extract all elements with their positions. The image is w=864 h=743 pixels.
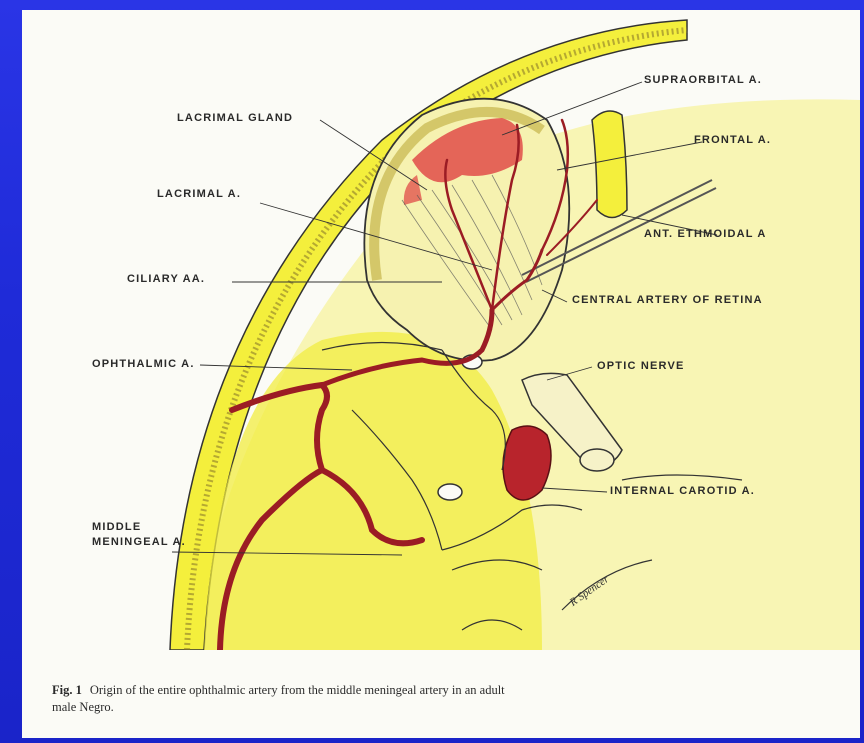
label-frontal-artery: FRONTAL A. <box>694 134 771 146</box>
optic-nerve-end <box>580 449 614 471</box>
label-optic-nerve: OPTIC NERVE <box>597 360 685 372</box>
label-central-artery-of-retina: CENTRAL ARTERY OF RETINA <box>572 294 763 306</box>
label-middle-meningeal-artery: MIDDLE MENINGEAL A. <box>92 520 186 550</box>
caption-text-line2: male Negro. <box>52 699 842 716</box>
label-ciliary-arteries: CILIARY AA. <box>127 273 205 285</box>
label-lacrimal-gland: LACRIMAL GLAND <box>177 112 293 124</box>
label-internal-carotid-artery: INTERNAL CAROTID A. <box>610 485 755 497</box>
figure-plate: SUPRAORBITAL A. LACRIMAL GLAND FRONTAL A… <box>22 10 860 738</box>
caption-text-line1: Origin of the entire ophthalmic artery f… <box>90 683 505 697</box>
label-ant-ethmoidal-artery: ANT. ETHMOIDAL A <box>644 228 766 240</box>
label-ophthalmic-artery: OPHTHALMIC A. <box>92 358 195 370</box>
ethmoid-structure <box>592 111 627 218</box>
caption-figure-number: Fig. 1 <box>52 683 82 697</box>
label-middle-meningeal-line2: MENINGEAL A. <box>92 536 186 548</box>
foramen-ovale <box>438 484 462 500</box>
label-supraorbital-artery: SUPRAORBITAL A. <box>644 74 762 86</box>
label-middle-meningeal-line1: MIDDLE <box>92 521 141 533</box>
anatomical-drawing <box>22 10 860 650</box>
label-lacrimal-artery: LACRIMAL A. <box>157 188 241 200</box>
figure-caption: Fig. 1 Origin of the entire ophthalmic ar… <box>52 682 842 716</box>
